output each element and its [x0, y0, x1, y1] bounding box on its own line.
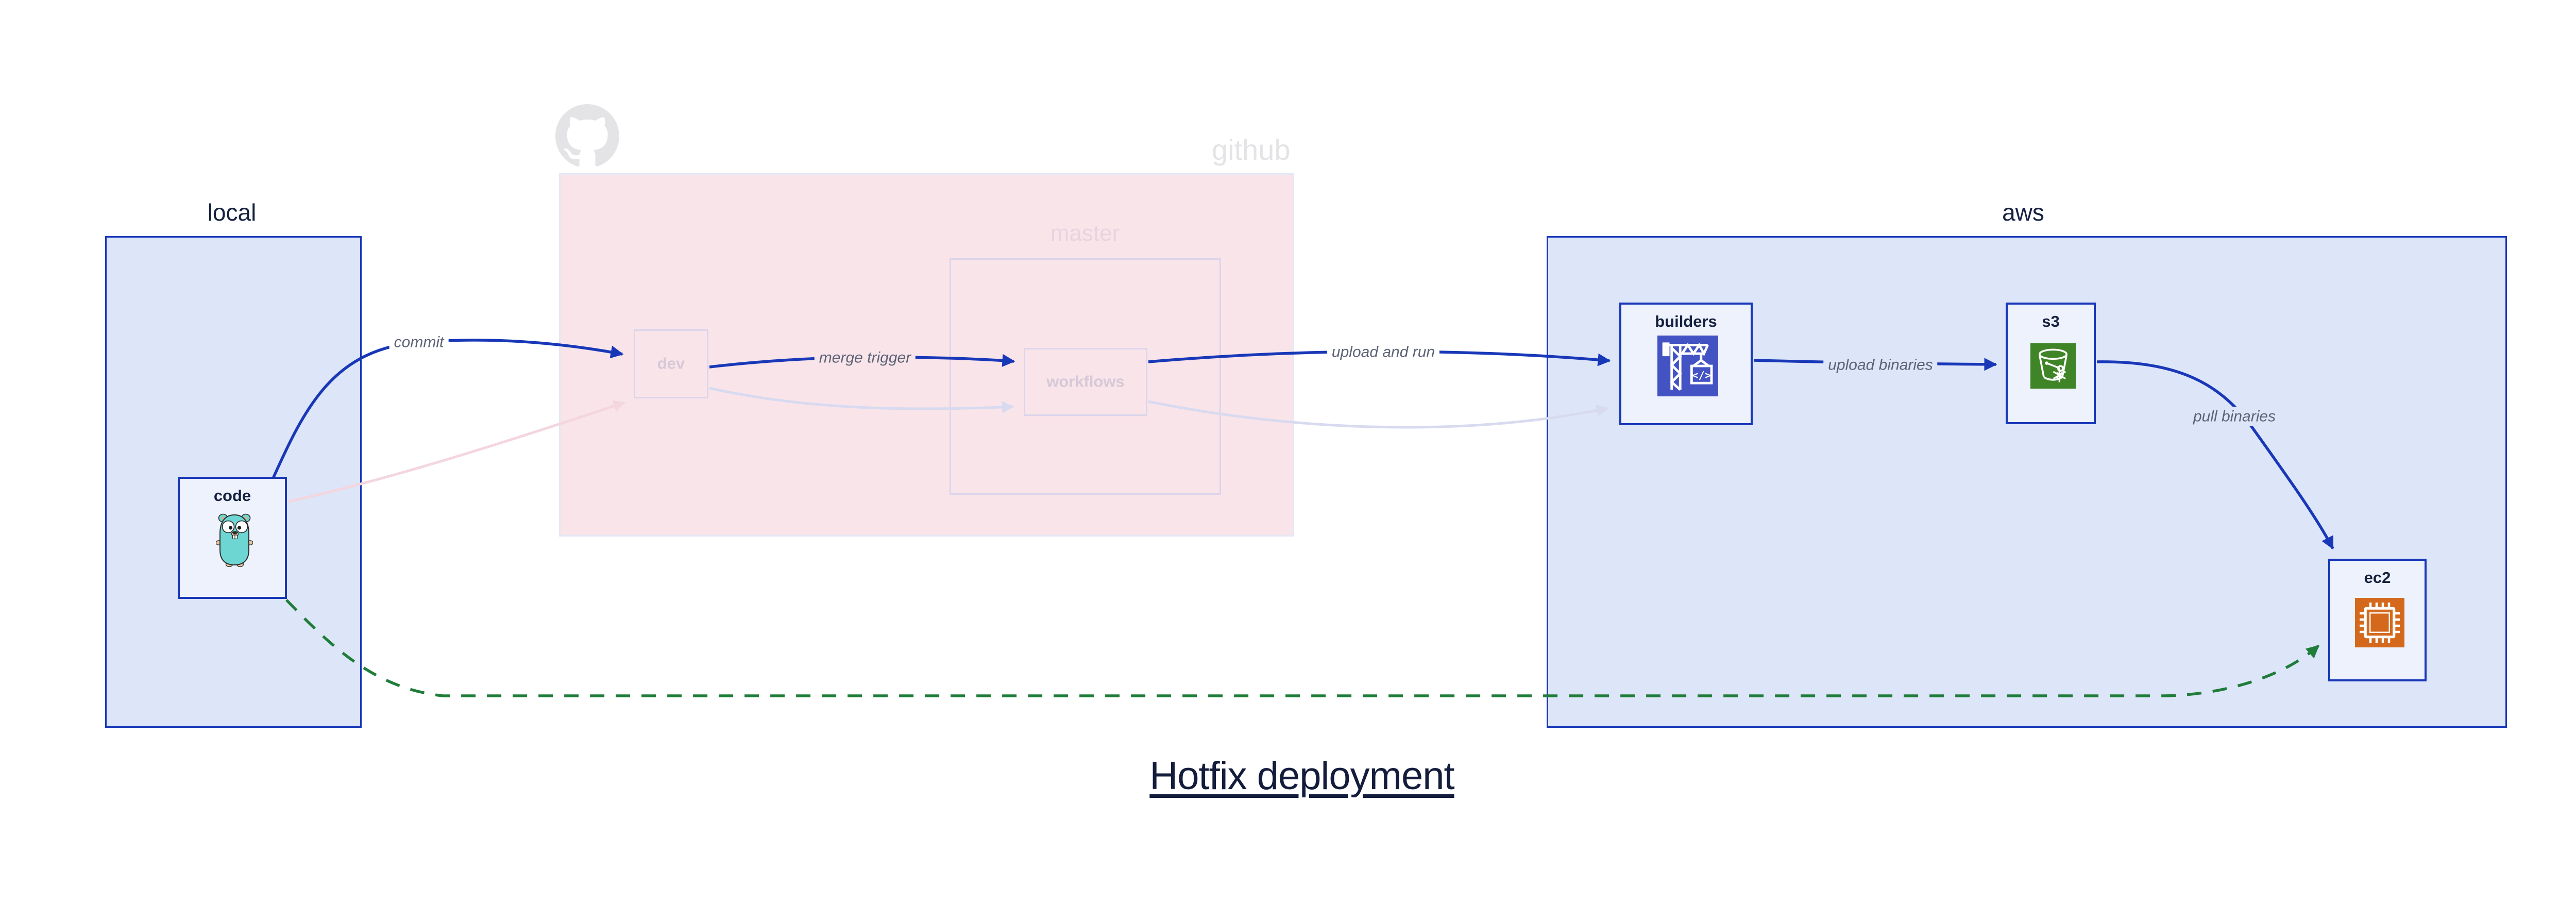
faded-edge-dev-workflows	[709, 387, 1014, 413]
edge-label-upload-and-run: upload and run	[1327, 342, 1440, 362]
node-builders: builders </>	[1619, 303, 1753, 425]
codebuild-crane-icon: </>	[1657, 336, 1718, 396]
node-code: code	[178, 477, 287, 599]
s3-glacier-bucket-icon	[2030, 343, 2076, 389]
github-octocat-icon	[555, 104, 619, 166]
ec2-chip-icon	[2355, 598, 2404, 647]
node-s3-label: s3	[2042, 312, 2060, 330]
aws-label: aws	[2002, 199, 2044, 226]
master-branch-container	[950, 258, 1221, 495]
edge-label-upload-binaries: upload binaries	[1823, 355, 1938, 375]
diagram-title: Hotfix deployment	[1149, 754, 1454, 798]
github-label: github	[1212, 133, 1291, 166]
master-label: master	[1050, 221, 1120, 246]
faded-edge-code-dev	[288, 400, 626, 503]
node-workflows: workflows	[1024, 348, 1147, 416]
edge-label-pull-binaries: pull binaries	[2188, 407, 2281, 426]
node-s3: s3	[2006, 303, 2096, 424]
node-workflows-label: workflows	[1046, 372, 1125, 391]
faded-edge-workflows-builders	[1148, 400, 1609, 429]
node-ec2: ec2	[2328, 559, 2427, 681]
edge-commit	[272, 339, 624, 479]
codebuild-glyph: </>	[1692, 369, 1711, 381]
node-ec2-label: ec2	[2364, 569, 2391, 587]
edge-hotfix-dashed	[285, 599, 2319, 697]
edge-pull-binaries	[2096, 360, 2334, 550]
node-dev: dev	[634, 329, 708, 398]
edge-label-commit: commit	[389, 332, 449, 352]
go-gopher-icon	[216, 513, 253, 567]
node-builders-label: builders	[1655, 312, 1717, 330]
edge-label-merge-trigger: merge trigger	[814, 348, 916, 368]
node-dev-label: dev	[657, 354, 685, 373]
node-code-label: code	[213, 487, 251, 505]
local-label: local	[207, 199, 257, 226]
